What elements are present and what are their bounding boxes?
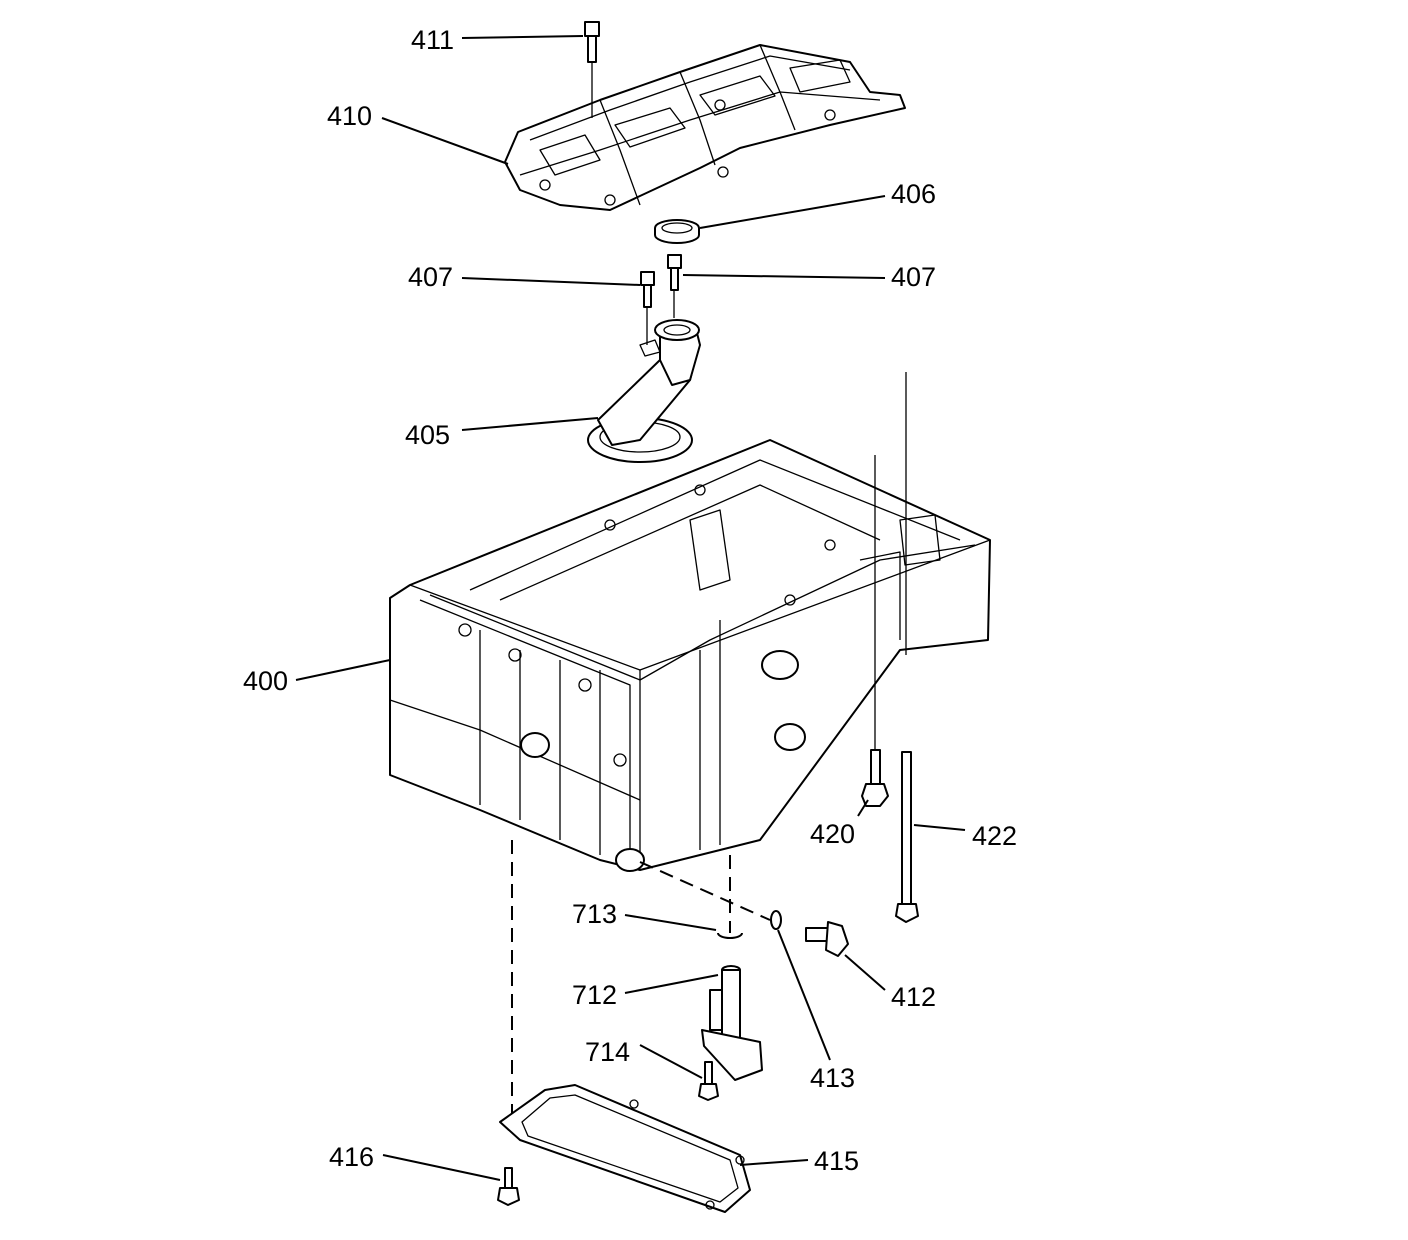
stud-bolt-422 — [895, 372, 919, 923]
baffle-plate-410 — [504, 44, 906, 211]
oil-pan-400 — [389, 439, 991, 872]
callout-406: 406 — [891, 179, 936, 209]
seal-713 — [717, 932, 743, 939]
callout-407-right: 407 — [891, 262, 936, 292]
callout-713: 713 — [572, 899, 617, 929]
callout-714: 714 — [585, 1037, 630, 1067]
cover-plate-415 — [499, 1084, 751, 1213]
callout-422: 422 — [972, 821, 1017, 851]
callout-labels: 411 410 406 407 407 405 400 420 422 713 … — [243, 25, 1017, 1176]
bolt-407-left — [640, 271, 655, 345]
oil-level-sensor-712 — [701, 965, 763, 1081]
drain-plug-412 — [805, 921, 849, 957]
callout-410: 410 — [327, 101, 372, 131]
callout-413: 413 — [810, 1063, 855, 1093]
callout-420: 420 — [810, 819, 855, 849]
washer-413 — [770, 910, 782, 930]
alignment-lines — [511, 840, 771, 1130]
seal-ring-406 — [654, 219, 700, 244]
callout-712: 712 — [572, 980, 617, 1010]
bolt-416 — [497, 1167, 520, 1206]
leader-lines — [295, 35, 966, 1181]
callout-415: 415 — [814, 1146, 859, 1176]
bolt-407-right — [667, 254, 682, 318]
callout-407-left: 407 — [408, 262, 453, 292]
bolt-411 — [584, 21, 600, 118]
callout-405: 405 — [405, 420, 450, 450]
callout-411: 411 — [411, 25, 454, 55]
oil-pickup-tube-405 — [587, 319, 701, 463]
callout-400: 400 — [243, 666, 288, 696]
callout-416: 416 — [329, 1142, 374, 1172]
callout-412: 412 — [891, 982, 936, 1012]
bolt-714 — [698, 1061, 719, 1101]
